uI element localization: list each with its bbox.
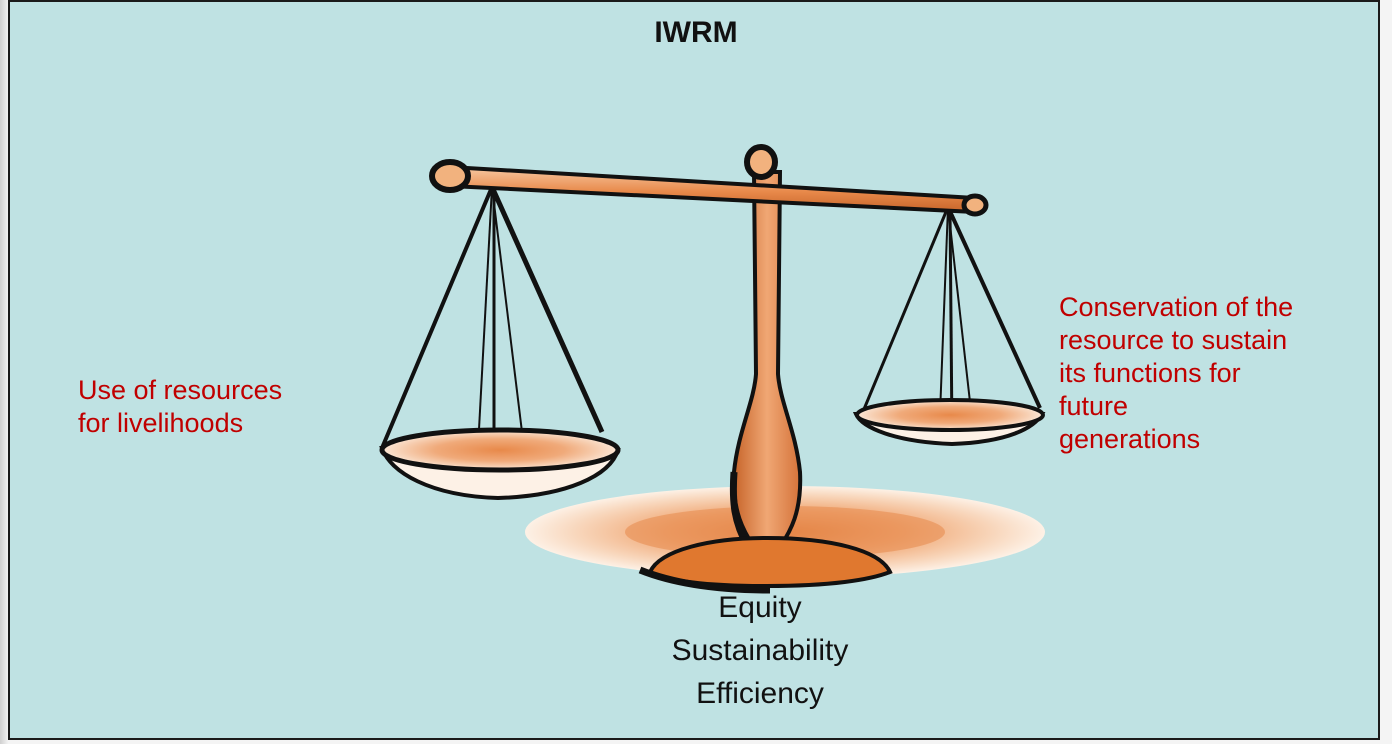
left-pan (379, 427, 621, 501)
principle-equity: Equity (718, 591, 802, 624)
scale-base-foot (638, 535, 893, 594)
right-pan-label: Conservation of the resource to sustain … (1059, 292, 1294, 454)
scale-beam (429, 159, 989, 217)
right-pan (852, 398, 1046, 447)
principle-efficiency: Efficiency (696, 677, 824, 710)
slide-title: IWRM (654, 16, 738, 49)
page-edge (0, 0, 8, 744)
principles-list: Equity Sustainability Efficiency (530, 586, 990, 715)
slide-canvas: IWRM Use of resources for livelihoods Co… (8, 0, 1380, 740)
scale-top-knob (744, 144, 778, 180)
right-pan-strings (860, 206, 1042, 435)
left-pan-strings (380, 185, 605, 449)
principle-sustainability: Sustainability (671, 634, 849, 667)
scale-post (729, 170, 803, 549)
balance-scale-icon (379, 144, 1046, 594)
left-pan-label: Use of resources for livelihoods (78, 375, 283, 438)
